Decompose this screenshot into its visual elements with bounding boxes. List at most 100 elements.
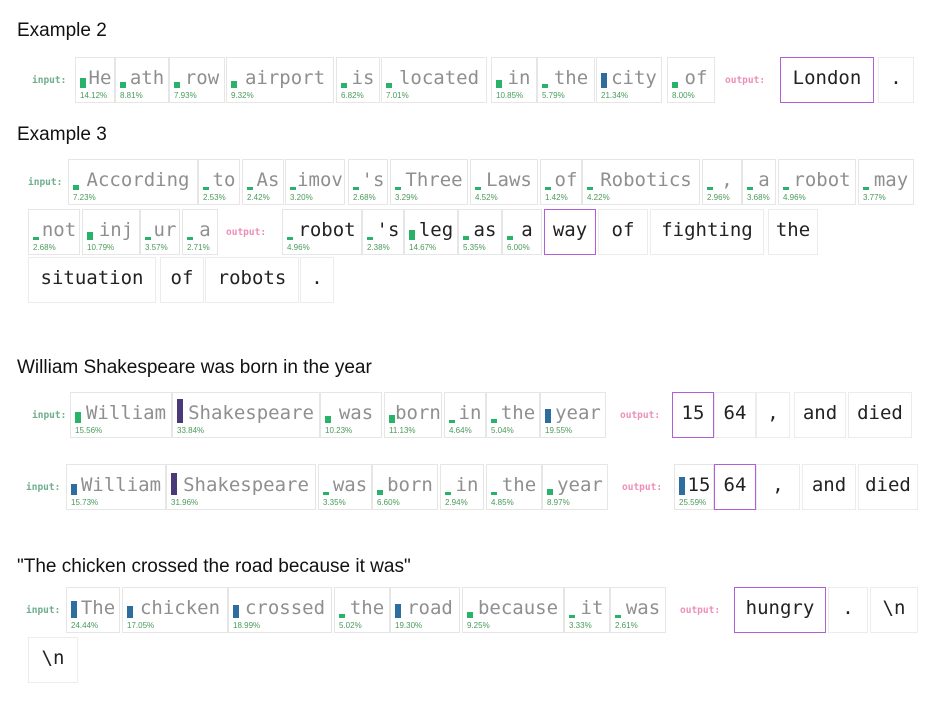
output-token-situation[interactable]: situation: [28, 257, 156, 303]
output-token-and[interactable]: and: [802, 464, 856, 510]
output-token-died[interactable]: died: [848, 392, 912, 438]
output-token-died[interactable]: died: [858, 464, 918, 510]
output-token-n[interactable]: \n: [28, 637, 78, 683]
token-text: hungry: [745, 597, 815, 619]
output-token-hungry[interactable]: hungry: [734, 587, 826, 633]
token-text: year: [555, 402, 601, 424]
output-token-symbol[interactable]: .: [828, 587, 868, 633]
token-text: of: [170, 267, 194, 289]
token-text: Laws: [486, 169, 532, 191]
output-token-fighting[interactable]: fighting: [650, 209, 764, 255]
output-token-64[interactable]: 64: [714, 464, 756, 510]
attribution-percent: 2.71%: [187, 243, 210, 252]
output-token-the[interactable]: the: [768, 209, 818, 255]
output-token-n[interactable]: \n: [870, 587, 918, 633]
attribution-percent: 24.44%: [71, 621, 99, 630]
output-token-symbol[interactable]: .: [878, 57, 914, 103]
output-token-15[interactable]: 15: [672, 392, 714, 438]
attribution-bar: [377, 490, 383, 495]
attribution-bar: [542, 84, 548, 88]
token-text: the: [500, 402, 536, 424]
attribution-bar: [323, 492, 329, 495]
input-token-the[interactable]: the 5.04%: [486, 392, 540, 438]
output-token-and[interactable]: and: [794, 392, 846, 438]
token-text: a: [758, 169, 770, 191]
attribution-percent: 5.35%: [463, 243, 486, 252]
attribution-bar: [507, 236, 513, 240]
output-token-robots[interactable]: robots: [205, 257, 299, 303]
attribution-percent: 3.35%: [323, 498, 346, 507]
token-text: robots: [217, 267, 287, 289]
output-token-symbol[interactable]: ,: [756, 464, 800, 510]
output-token-symbol[interactable]: ,: [756, 392, 790, 438]
output-token-way[interactable]: way: [544, 209, 596, 255]
input-token-symbol[interactable]: ,2.96%: [702, 159, 742, 205]
attribution-percent: 5.04%: [491, 426, 514, 435]
output-token-symbol[interactable]: .: [300, 257, 334, 303]
output-token-london[interactable]: London: [780, 57, 874, 103]
output-token-64[interactable]: 64: [714, 392, 756, 438]
attribution-percent: 6.60%: [377, 498, 400, 507]
token-text: \n: [41, 647, 65, 669]
input-label: input:: [26, 605, 61, 616]
output-token-of[interactable]: of: [160, 257, 204, 303]
attribution-bar: [80, 78, 86, 88]
attribution-bar: [547, 489, 553, 495]
token-text: and: [811, 474, 847, 496]
output-token-of[interactable]: of: [598, 209, 648, 255]
